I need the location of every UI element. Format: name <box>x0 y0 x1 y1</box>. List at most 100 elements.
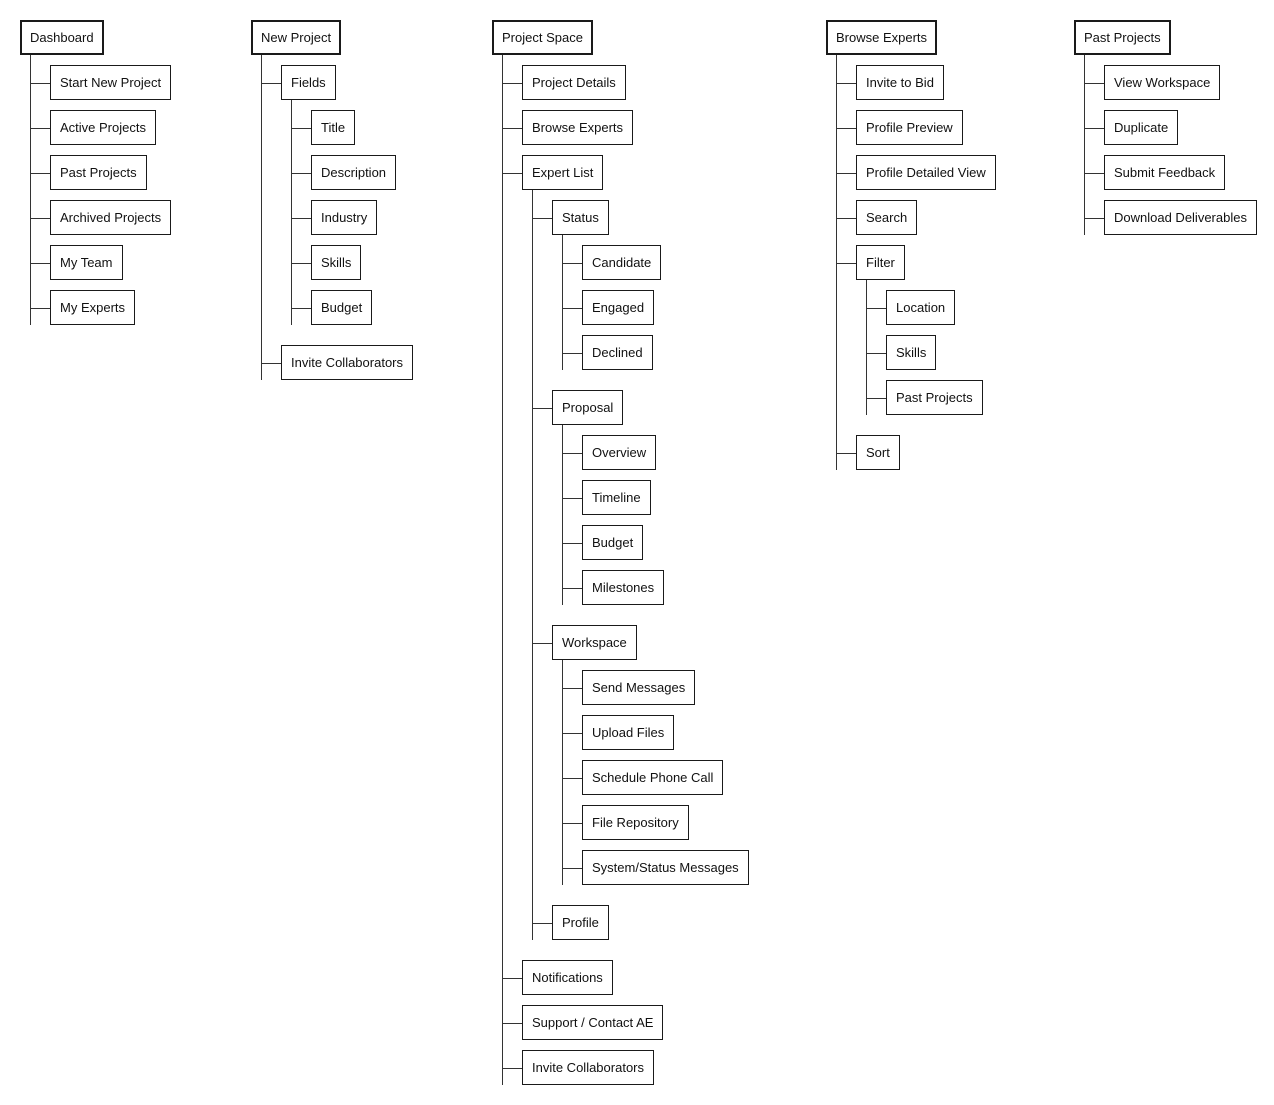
sitemap-node-expert-list: Expert List <box>522 155 604 190</box>
connector-line <box>261 82 281 84</box>
connector-line <box>261 362 281 364</box>
connector-line <box>836 172 856 174</box>
sitemap-node-budget: Budget <box>582 525 644 560</box>
connector-line <box>1084 172 1104 174</box>
connector-line <box>502 1067 522 1069</box>
connector-line <box>836 262 856 264</box>
sitemap-node-past-projects: Past Projects <box>50 155 147 190</box>
connector-line <box>502 1022 522 1024</box>
sitemap-node-title: Title <box>311 110 356 145</box>
sitemap-node-send-messages: Send Messages <box>582 670 696 705</box>
connector-spine <box>562 425 563 605</box>
sitemap-node-file-repository: File Repository <box>582 805 689 840</box>
sitemap-node-skills: Skills <box>886 335 937 370</box>
sitemap-node-milestones: Milestones <box>582 570 665 605</box>
sitemap-node-invite-collaborators: Invite Collaborators <box>522 1050 654 1085</box>
sitemap-node-engaged: Engaged <box>582 290 655 325</box>
sitemap-node-timeline: Timeline <box>582 480 651 515</box>
connector-line <box>836 452 856 454</box>
connector-line <box>30 82 50 84</box>
sitemap-node-upload-files: Upload Files <box>582 715 675 750</box>
connector-spine <box>1084 55 1085 235</box>
sitemap-root-new-project: New Project <box>251 20 342 55</box>
connector-line <box>836 82 856 84</box>
connector-line <box>866 397 886 399</box>
connector-line <box>291 217 311 219</box>
sitemap-node-sort: Sort <box>856 435 900 470</box>
connector-line <box>1084 82 1104 84</box>
sitemap-node-duplicate: Duplicate <box>1104 110 1179 145</box>
connector-line <box>562 262 582 264</box>
sitemap-node-filter: Filter <box>856 245 905 280</box>
sitemap-node-support-contact-ae: Support / Contact AE <box>522 1005 664 1040</box>
connector-line <box>562 587 582 589</box>
connector-line <box>562 867 582 869</box>
sitemap-node-profile-detailed-view: Profile Detailed View <box>856 155 996 190</box>
connector-line <box>562 687 582 689</box>
connector-line <box>562 497 582 499</box>
sitemap-node-description: Description <box>311 155 397 190</box>
sitemap-node-system-status-messages: System/Status Messages <box>582 850 749 885</box>
connector-line <box>30 307 50 309</box>
connector-line <box>1084 127 1104 129</box>
connector-line <box>502 172 522 174</box>
sitemap-node-workspace: Workspace <box>552 625 637 660</box>
sitemap-node-view-workspace: View Workspace <box>1104 65 1221 100</box>
connector-spine <box>261 55 262 380</box>
sitemap-node-active-projects: Active Projects <box>50 110 156 145</box>
connector-line <box>291 307 311 309</box>
sitemap-node-declined: Declined <box>582 335 653 370</box>
connector-line <box>562 777 582 779</box>
sitemap-node-past-projects: Past Projects <box>886 380 983 415</box>
connector-spine <box>562 660 563 885</box>
sitemap-node-skills: Skills <box>311 245 362 280</box>
sitemap-node-my-experts: My Experts <box>50 290 136 325</box>
sitemap-node-profile-preview: Profile Preview <box>856 110 963 145</box>
sitemap-node-profile: Profile <box>552 905 609 940</box>
sitemap-root-dashboard: Dashboard <box>20 20 104 55</box>
sitemap-node-notifications: Notifications <box>522 960 613 995</box>
connector-spine <box>502 55 503 1085</box>
connector-spine <box>562 235 563 370</box>
sitemap-node-download-deliverables: Download Deliverables <box>1104 200 1257 235</box>
sitemap-node-budget: Budget <box>311 290 373 325</box>
connector-line <box>30 217 50 219</box>
connector-line <box>562 352 582 354</box>
connector-line <box>291 172 311 174</box>
sitemap-node-archived-projects: Archived Projects <box>50 200 172 235</box>
sitemap-node-submit-feedback: Submit Feedback <box>1104 155 1226 190</box>
connector-line <box>562 452 582 454</box>
connector-line <box>502 127 522 129</box>
connector-line <box>291 127 311 129</box>
connector-line <box>866 307 886 309</box>
connector-spine <box>836 55 837 470</box>
connector-line <box>502 977 522 979</box>
sitemap-root-project-space: Project Space <box>492 20 593 55</box>
sitemap-node-start-new-project: Start New Project <box>50 65 172 100</box>
connector-line <box>836 217 856 219</box>
connector-line <box>502 82 522 84</box>
connector-line <box>562 822 582 824</box>
connector-line <box>562 307 582 309</box>
sitemap-node-location: Location <box>886 290 956 325</box>
connector-spine <box>532 190 533 940</box>
connector-line <box>1084 217 1104 219</box>
connector-spine <box>866 280 867 415</box>
sitemap-node-invite-to-bid: Invite to Bid <box>856 65 944 100</box>
connector-line <box>532 407 552 409</box>
connector-spine <box>291 100 292 325</box>
connector-line <box>532 922 552 924</box>
sitemap-node-overview: Overview <box>582 435 657 470</box>
sitemap-node-project-details: Project Details <box>522 65 626 100</box>
connector-line <box>532 642 552 644</box>
sitemap-node-invite-collaborators: Invite Collaborators <box>281 345 413 380</box>
connector-line <box>532 217 552 219</box>
connector-line <box>836 127 856 129</box>
sitemap-node-search: Search <box>856 200 918 235</box>
connector-line <box>562 732 582 734</box>
sitemap-root-browse-experts: Browse Experts <box>826 20 938 55</box>
sitemap-node-schedule-phone-call: Schedule Phone Call <box>582 760 724 795</box>
sitemap-node-status: Status <box>552 200 609 235</box>
connector-line <box>291 262 311 264</box>
